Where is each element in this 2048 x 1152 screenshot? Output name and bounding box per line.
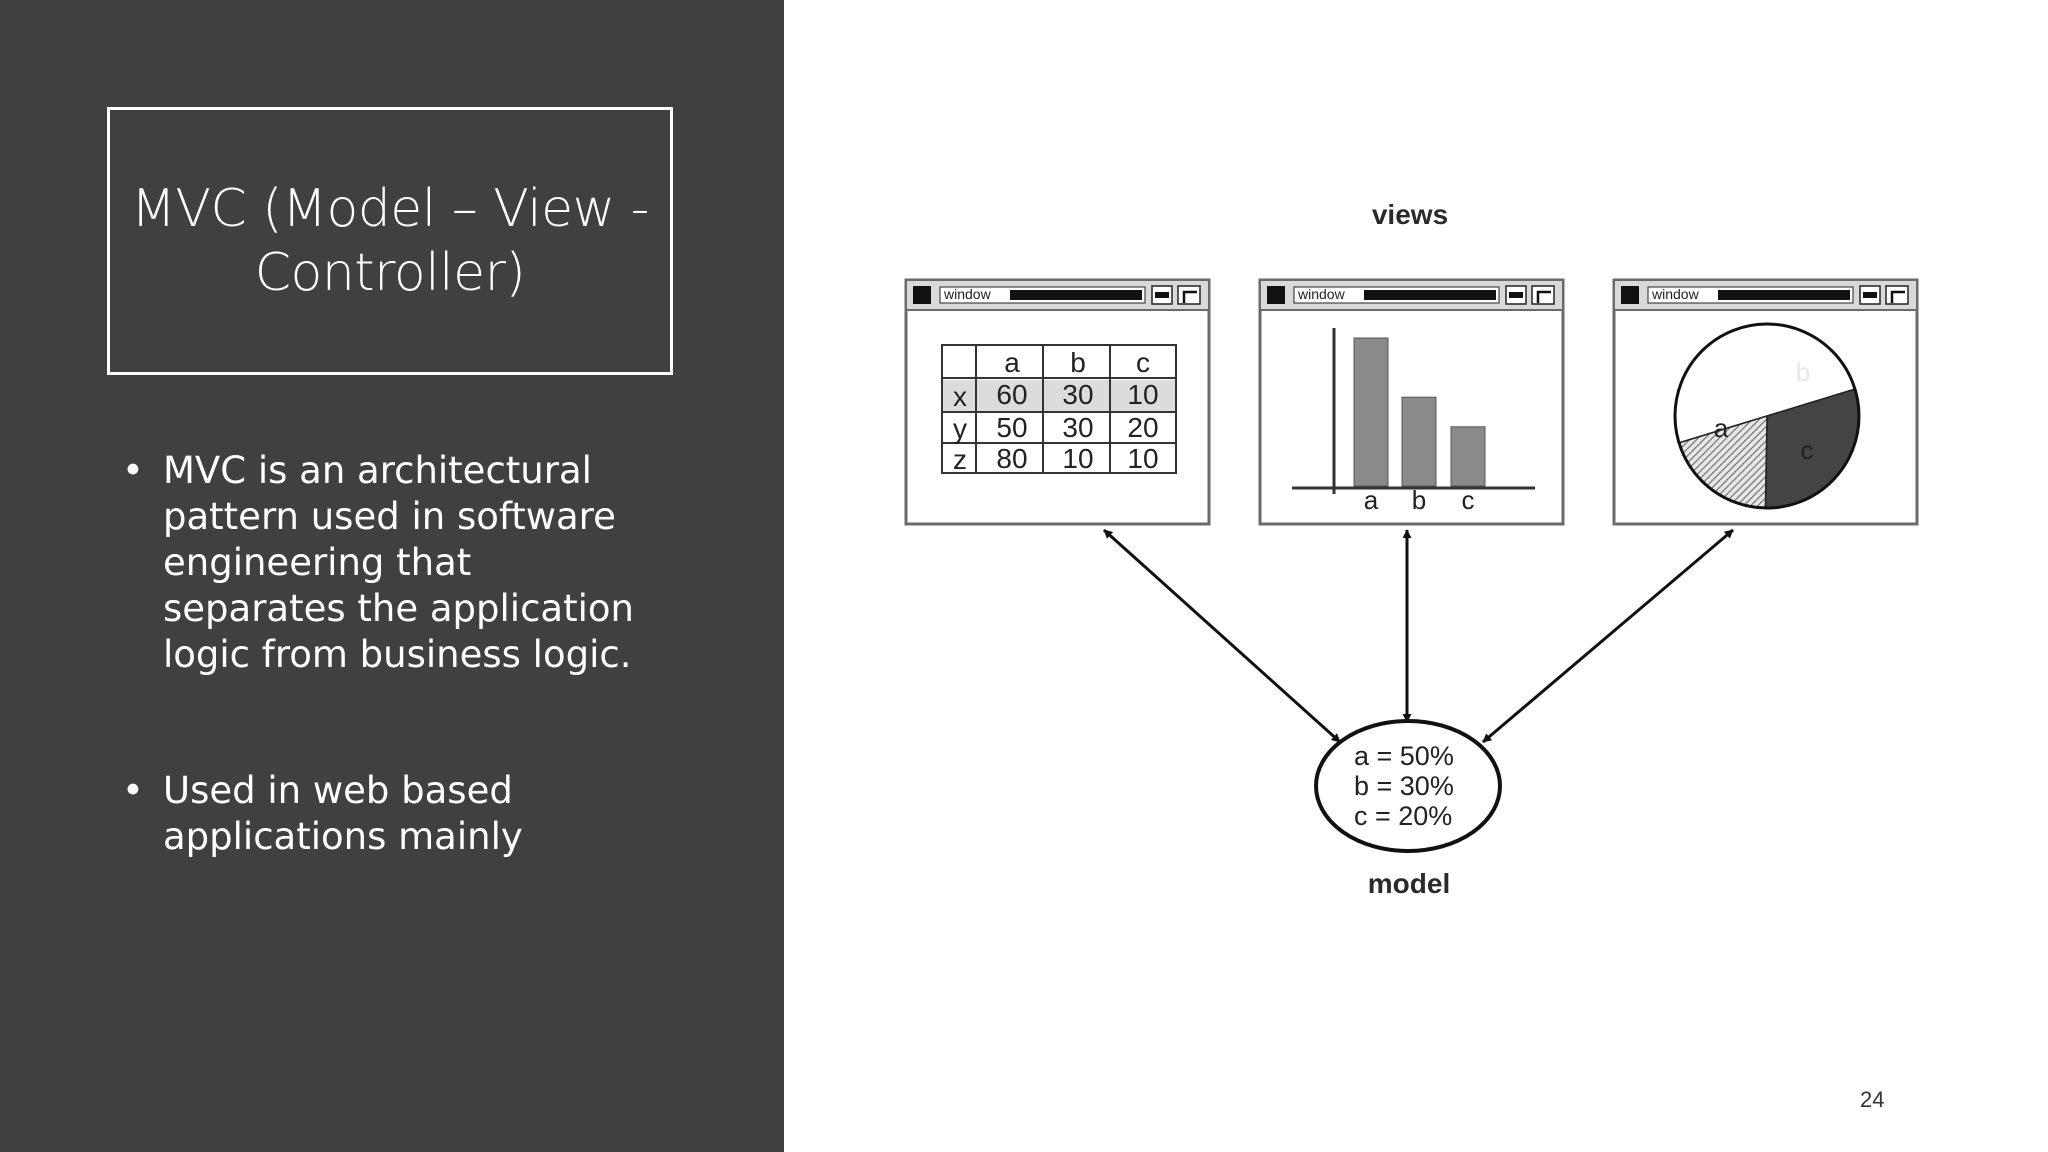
bullet-text: MVC is an architectural pattern used in … <box>163 449 634 676</box>
bar-a <box>1353 337 1389 487</box>
title-box: MVC (Model – View - Controller) <box>107 107 673 375</box>
data-table: a b c x 60 30 10 y 50 30 20 z 80 10 10 <box>941 344 1177 475</box>
close-box-icon <box>1621 286 1639 304</box>
model-value-line: c = 20% <box>1354 801 1452 831</box>
window-title: window <box>943 286 992 302</box>
bullet-text: Used in web based applications mainly <box>163 769 523 858</box>
pie-outline <box>1673 322 1861 510</box>
model-value-line: a = 50% <box>1354 741 1454 771</box>
table-row-label: x <box>953 381 967 412</box>
model-ellipse <box>1314 719 1502 853</box>
window-title: window <box>1297 286 1346 302</box>
bar-category-label: b <box>1412 485 1426 515</box>
left-panel: MVC (Model – View - Controller) • MVC is… <box>0 0 784 1152</box>
table-header-cell: b <box>1070 347 1086 378</box>
slide-title: MVC (Model – View - Controller) <box>131 179 649 303</box>
table-cell: 10 <box>1127 379 1158 410</box>
page-number: 24 <box>1860 1087 1885 1112</box>
close-box-icon <box>913 286 931 304</box>
table-row-label: y <box>953 413 967 444</box>
bar-chart-view-window: window a b c <box>1258 278 1565 526</box>
table-header-cell: c <box>1136 347 1150 378</box>
bullet-list: • MVC is an architectural pattern used i… <box>118 448 658 950</box>
zoom-box-icon <box>1885 285 1909 305</box>
table-header-cell: a <box>1004 347 1020 378</box>
mvc-diagram: views window a b c <box>904 199 1919 899</box>
bar-c <box>1450 426 1486 487</box>
arrow-table-to-model <box>1102 528 1342 744</box>
window-title: window <box>1651 286 1700 302</box>
table-cell: 80 <box>996 443 1027 474</box>
table-cell: 60 <box>996 379 1027 410</box>
table-cell: 50 <box>996 412 1027 443</box>
bar-b <box>1401 396 1437 487</box>
close-box-icon <box>1267 286 1285 304</box>
connector-arrows <box>1102 528 1734 744</box>
bar-chart: a b c <box>1292 328 1535 515</box>
window-titlebar: window <box>905 279 1210 311</box>
table-row-label: z <box>953 444 967 475</box>
zoom-box-icon <box>1177 285 1201 305</box>
window-titlebar: window <box>1259 279 1564 311</box>
table-cell: 10 <box>1127 443 1158 474</box>
arrow-pie-to-model <box>1482 528 1734 744</box>
table-cell: 10 <box>1062 443 1093 474</box>
bullet-item: • MVC is an architectural pattern used i… <box>118 448 658 678</box>
bullet-item: • Used in web based applications mainly <box>118 768 658 860</box>
model-value-line: b = 30% <box>1354 771 1454 801</box>
table-cell: 30 <box>1062 379 1093 410</box>
pie-slice-label: a <box>1714 413 1729 443</box>
model-node: a = 50% b = 30% c = 20% <box>1314 719 1502 853</box>
bar-category-label: a <box>1364 485 1379 515</box>
model-label: model <box>1368 868 1450 899</box>
table-cell: 20 <box>1127 412 1158 443</box>
zoom-box-icon <box>1531 285 1555 305</box>
bullet-dot-icon: • <box>122 449 144 492</box>
pie-slice-label: c <box>1801 435 1814 465</box>
views-label: views <box>1372 199 1448 230</box>
window-titlebar: window <box>1613 279 1918 311</box>
pie-chart: a b c <box>1673 322 1861 510</box>
table-view-window: window a b c x 60 30 10 y <box>904 278 1211 526</box>
table-cell: 30 <box>1062 412 1093 443</box>
pie-slice-label: b <box>1796 357 1810 387</box>
pie-chart-view-window: window a b c <box>1612 278 1919 526</box>
bullet-dot-icon: • <box>122 769 144 812</box>
bar-category-label: c <box>1462 485 1475 515</box>
